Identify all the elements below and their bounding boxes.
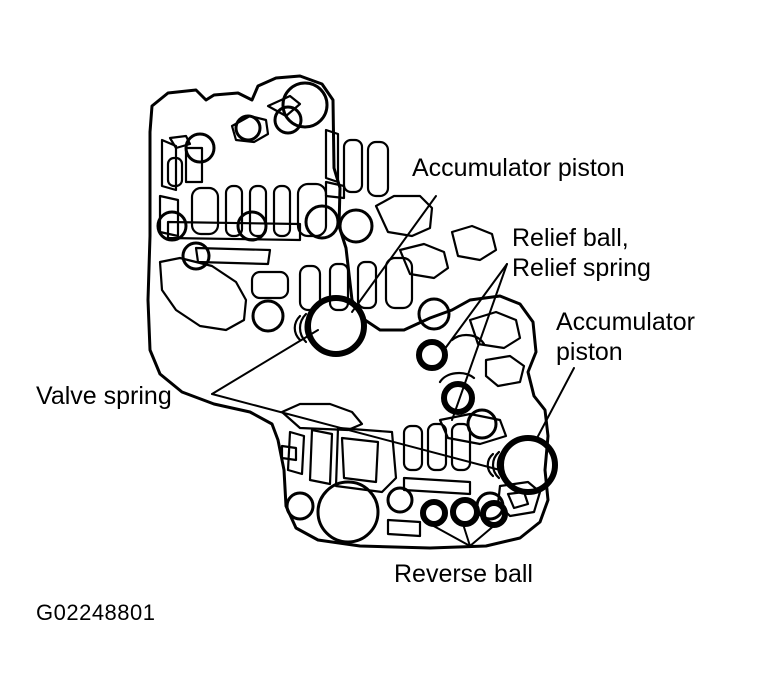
leader-lines: [211, 195, 575, 547]
leader-relief-ball: [443, 263, 508, 351]
valve-body-mid-channels: [156, 204, 414, 333]
leader-accumulator-piston-top: [351, 195, 437, 313]
figure-caption: G02248801: [36, 600, 156, 625]
label-relief-line2: Relief spring: [512, 254, 651, 282]
label-accumulator-piston-right-line2: piston: [556, 338, 623, 366]
valve-body-outline: [146, 74, 550, 550]
upper-accumulator-piston: [293, 295, 367, 357]
label-accumulator-piston-right-line1: Accumulator: [556, 308, 695, 336]
leader-reverse-ball-left: [429, 523, 471, 547]
valve-body-right-channels: [374, 194, 526, 446]
label-accumulator-piston-top: Accumulator piston: [412, 154, 625, 182]
leader-valve-spring-upper: [211, 329, 319, 395]
reverse-ball-group: [420, 497, 508, 528]
leader-accumulator-piston-right: [535, 367, 575, 441]
valve-body-lower-channels: [280, 402, 542, 544]
label-reverse-ball: Reverse ball: [394, 560, 533, 588]
valve-body-upper-channels: [158, 81, 390, 238]
leader-relief-spring: [451, 263, 508, 421]
leader-reverse-ball-center: [462, 523, 471, 547]
leader-valve-spring-lower: [211, 393, 501, 471]
lower-accumulator-piston: [486, 435, 558, 495]
label-relief-line1: Relief ball,: [512, 224, 629, 252]
leader-reverse-ball-right: [469, 523, 497, 547]
label-valve-spring: Valve spring: [36, 382, 172, 410]
